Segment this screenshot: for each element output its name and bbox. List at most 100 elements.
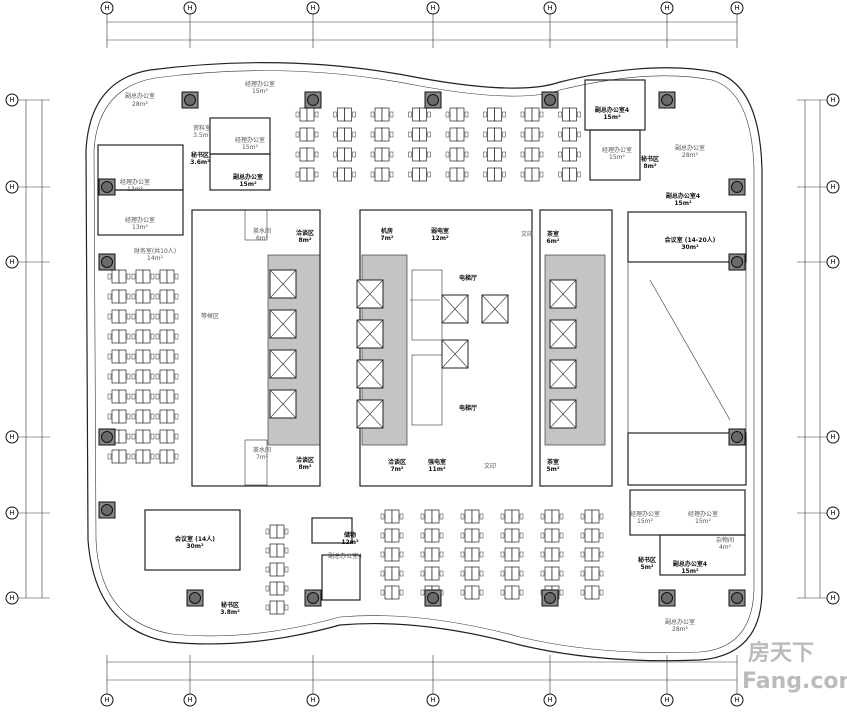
- workstation-desk: [131, 369, 155, 384]
- structural-column: [728, 428, 746, 446]
- workstation-desk: [107, 449, 131, 464]
- workstation-desk: [460, 509, 484, 524]
- workstation-desk: [155, 389, 179, 404]
- structural-column: [98, 428, 116, 446]
- axis-marker: H: [426, 1, 440, 15]
- room-label: 副总办公室: [665, 618, 695, 626]
- workstation-desk: [483, 167, 506, 182]
- workstation-desk: [580, 547, 604, 562]
- room-label: 副总办公室: [125, 92, 155, 100]
- workstation-desk: [445, 167, 469, 182]
- workstation-desk: [558, 127, 581, 142]
- structural-column: [304, 589, 322, 607]
- workstation-desk: [155, 429, 179, 444]
- axis-marker: H: [183, 1, 197, 15]
- watermark-chinese: 房天下: [748, 640, 814, 666]
- room-area: 15m²: [681, 568, 699, 575]
- room-label: 财务室(共10人): [134, 247, 176, 255]
- elevator-shaft: [269, 309, 297, 339]
- axis-marker: H: [5, 93, 19, 107]
- room-area: 8m²: [298, 464, 311, 471]
- workstation-desk: [500, 509, 524, 524]
- workstation-desk: [265, 581, 289, 596]
- workstation-desk: [580, 585, 604, 600]
- room-area: 15m²: [252, 88, 268, 95]
- structural-column: [98, 253, 116, 271]
- axis-marker-label: H: [830, 258, 835, 266]
- workstation-desk: [295, 127, 319, 142]
- structural-column: [186, 589, 204, 607]
- workstations: [107, 107, 604, 615]
- room-area: 8m²: [643, 163, 656, 170]
- axis-marker: H: [826, 93, 840, 107]
- elevator-shaft: [549, 399, 577, 429]
- axis-marker-label: H: [104, 4, 109, 12]
- axis-marker-label: H: [734, 4, 739, 12]
- workstation-desk: [155, 369, 179, 384]
- workstation-desk: [420, 528, 444, 543]
- axis-marker-label: H: [734, 696, 739, 704]
- elevator-shaft: [269, 349, 297, 379]
- workstation-desk: [558, 147, 581, 162]
- room-area: 15m²: [603, 114, 621, 121]
- room-area: 15m²: [609, 154, 625, 161]
- structural-column: [98, 501, 116, 519]
- axis-marker-label: H: [830, 433, 835, 441]
- workstation-desk: [131, 349, 155, 364]
- axis-marker: H: [826, 506, 840, 520]
- elevator-shaft: [481, 294, 509, 324]
- room-area: 14m²: [147, 255, 163, 262]
- workstation-desk: [370, 147, 394, 162]
- workstation-desk: [445, 147, 469, 162]
- room-label: 副总办公室: [233, 173, 263, 181]
- axis-marker-label: H: [430, 696, 435, 704]
- room-area: 4m²: [719, 544, 732, 551]
- workstation-desk: [540, 509, 564, 524]
- axis-marker-label: H: [9, 509, 14, 517]
- elevator-shaft: [269, 389, 297, 419]
- workstation-desk: [520, 147, 544, 162]
- elevator-shaft: [549, 319, 577, 349]
- workstation-desk: [380, 547, 404, 562]
- workstation-desk: [380, 585, 404, 600]
- axis-marker-label: H: [830, 509, 835, 517]
- workstation-desk: [540, 566, 564, 581]
- room-label: 秘书区: [191, 151, 209, 159]
- axis-marker-label: H: [9, 594, 14, 602]
- workstation-desk: [558, 167, 581, 182]
- room-area: 13m²: [132, 224, 148, 231]
- workstation-desk: [460, 566, 484, 581]
- room-label: 文印: [484, 462, 496, 470]
- workstation-desk: [500, 566, 524, 581]
- building-outline: [85, 62, 763, 662]
- room-area: 12m²: [341, 539, 359, 546]
- workstation-desk: [155, 269, 179, 284]
- left-core: [191, 209, 321, 487]
- elevator-shaft: [441, 339, 469, 369]
- workstation-desk: [540, 528, 564, 543]
- room-label: 经理办公室: [235, 136, 265, 144]
- axis-marker: H: [426, 693, 440, 707]
- workstation-desk: [131, 389, 155, 404]
- elevator-shaft: [356, 279, 384, 309]
- room-label: 会议室 (14-20人): [665, 236, 716, 244]
- workstation-desk: [408, 147, 431, 162]
- room-label: 杂物间: [716, 536, 734, 544]
- room-label: 副总办公室4: [666, 192, 700, 200]
- room-label: 经理办公室: [245, 80, 275, 88]
- elevator-shaft: [549, 359, 577, 389]
- structural-column: [728, 589, 746, 607]
- workstation-desk: [420, 547, 444, 562]
- room-area: 30m²: [186, 543, 204, 550]
- room-label: 电梯厅: [459, 274, 477, 282]
- axis-marker: H: [5, 180, 19, 194]
- axis-marker: H: [5, 430, 19, 444]
- workstation-desk: [540, 547, 564, 562]
- room-label: 茶室: [546, 458, 559, 466]
- workstation-desk: [580, 509, 604, 524]
- elevators: [269, 269, 577, 429]
- room-area: 7m²: [380, 235, 393, 242]
- axis-marker: H: [100, 1, 114, 15]
- axis-marker: H: [306, 693, 320, 707]
- room-area: 3.5m²: [193, 132, 211, 139]
